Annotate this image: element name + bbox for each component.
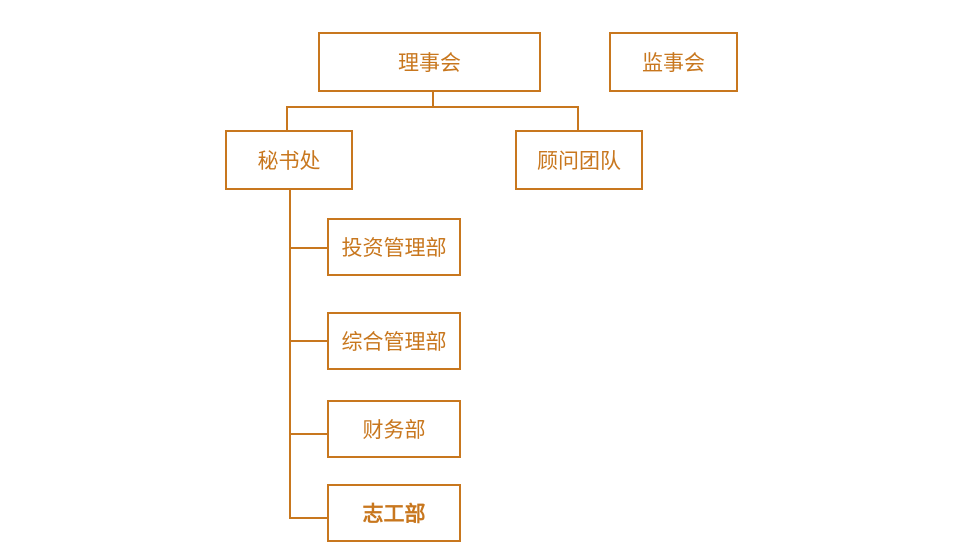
connector-to-volunteer (289, 517, 329, 519)
connector-to-secretariat (286, 106, 288, 131)
node-board: 理事会 (318, 32, 541, 92)
node-advisors: 顾问团队 (515, 130, 643, 190)
connector-to-investment (289, 247, 329, 249)
node-supervisory: 监事会 (609, 32, 738, 92)
node-advisors-label: 顾问团队 (537, 149, 621, 173)
node-board-label: 理事会 (398, 51, 461, 75)
node-investment: 投资管理部 (327, 218, 461, 276)
node-general-label: 综合管理部 (341, 330, 447, 354)
connector-branch-horizontal (286, 106, 579, 108)
node-supervisory-label: 监事会 (642, 51, 705, 75)
connector-to-advisors (577, 106, 579, 131)
connector-to-general (289, 340, 329, 342)
node-finance: 财务部 (327, 400, 461, 458)
node-finance-label: 财务部 (362, 418, 426, 442)
node-volunteer-label: 志工部 (362, 502, 426, 526)
node-volunteer: 志工部 (327, 484, 461, 542)
connector-secretariat-trunk (289, 189, 291, 519)
node-investment-label: 投资管理部 (341, 236, 447, 260)
node-secretariat-label: 秘书处 (257, 149, 321, 173)
node-general: 综合管理部 (327, 312, 461, 370)
node-secretariat: 秘书处 (225, 130, 353, 190)
connector-to-finance (289, 433, 329, 435)
connector-board-down (432, 91, 434, 108)
